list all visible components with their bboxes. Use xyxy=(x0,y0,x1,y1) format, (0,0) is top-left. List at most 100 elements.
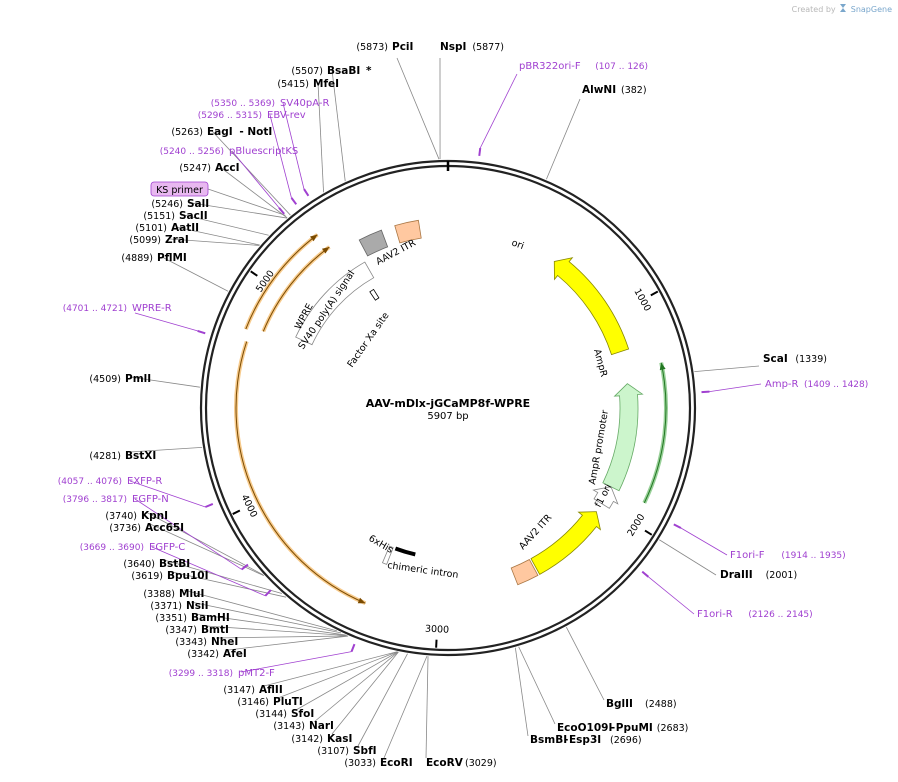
site-label: EagI(5263)-NotI xyxy=(171,126,272,138)
site-name: SbfI xyxy=(353,745,377,757)
orf-arrowhead xyxy=(310,234,318,242)
primer-leader xyxy=(648,576,695,615)
orf-arrowhead xyxy=(357,597,366,604)
tick-mark xyxy=(650,290,659,297)
site-name: NarI xyxy=(309,720,334,732)
site-name: AlwNI xyxy=(582,84,616,96)
site-extra: NotI xyxy=(247,126,272,138)
primer-leader xyxy=(134,498,242,570)
primer-mark xyxy=(205,503,214,508)
primer-label: WPRE-R (4701 .. 4721) xyxy=(63,303,172,314)
snapgene-logo-icon xyxy=(840,4,847,12)
feature-box xyxy=(295,261,375,346)
primer-label: EGFP-C(3669 .. 3690) xyxy=(80,542,186,553)
site-label: PluTI (3146) xyxy=(237,696,302,708)
site-name: BstXI xyxy=(125,450,156,462)
primer-label: pMT2-F(3299 .. 3318) xyxy=(169,668,275,679)
primer-leader xyxy=(151,546,266,597)
site-label: BglII(2488) xyxy=(606,698,677,710)
site-name: NsiI xyxy=(186,600,209,612)
site-label: SalI(5246) xyxy=(151,198,209,210)
site-name: AflII xyxy=(259,684,283,696)
site-leader xyxy=(694,365,760,373)
primer-mark xyxy=(350,643,356,652)
primer-label: EBV-rev(5296 .. 5315) xyxy=(198,110,306,121)
site-label: PmlI(4509) xyxy=(89,373,151,385)
tick-mark xyxy=(250,270,258,277)
feature-box xyxy=(510,558,539,586)
site-pos: (4889) xyxy=(121,253,153,264)
site-pos: (3351) xyxy=(155,613,187,624)
site-pos: (5877) xyxy=(472,42,504,53)
site-name: SacII xyxy=(179,210,208,222)
feature-box xyxy=(369,288,380,301)
site-pos: (382) xyxy=(621,85,647,96)
site-leader xyxy=(425,656,429,759)
site-name: AatII xyxy=(171,222,199,234)
site-label: AflII(3147) xyxy=(223,684,282,696)
site-pos: (5246) xyxy=(151,199,183,210)
orf-arc-core xyxy=(643,362,667,504)
site-leader xyxy=(331,69,346,182)
primer-name: EBV-rev xyxy=(267,110,306,121)
primer-mark xyxy=(478,147,482,157)
primer-name: pBluescriptKS xyxy=(229,146,298,157)
primer-range: (107 .. 126) xyxy=(595,62,648,72)
site-label: Bpu10I(3619) xyxy=(131,570,208,582)
site-leader xyxy=(195,613,346,636)
site-leader xyxy=(659,539,717,576)
site-pos: (3143) xyxy=(273,721,305,732)
site-pos: (3388) xyxy=(143,589,175,600)
site-label: BstXI(4281) xyxy=(89,450,156,462)
primer-label: pBluescriptKS(5240 .. 5256) xyxy=(160,146,299,157)
primer-leader xyxy=(479,73,518,149)
primer-marks xyxy=(197,147,710,652)
site-leader xyxy=(263,651,398,687)
site-leader xyxy=(331,651,399,735)
site-leader xyxy=(514,647,529,737)
primer-mark xyxy=(264,589,272,597)
site-name: DraIII xyxy=(720,569,753,581)
primer-name: WPRE-R xyxy=(132,303,172,314)
orf-arc xyxy=(642,362,668,504)
site-pos: (3342) xyxy=(187,649,219,660)
site-pos: (3740) xyxy=(105,511,137,522)
site-leader xyxy=(175,226,260,246)
site-pos: (5247) xyxy=(179,163,211,174)
site-pos: (5101) xyxy=(135,223,167,234)
primer-leader xyxy=(269,114,292,199)
site-label: KpnI(3740) xyxy=(105,510,168,522)
tick-label: 1000 xyxy=(631,287,652,313)
orf-arc-core xyxy=(245,234,318,330)
site-name: BsmBI xyxy=(530,734,567,746)
site-leader xyxy=(161,256,229,292)
primer-label: SV40pA-R(5350 .. 5369) xyxy=(211,98,330,109)
credit-prefix: Created by xyxy=(791,5,836,14)
site-name: PluTI xyxy=(273,696,303,708)
site-leader xyxy=(211,130,291,216)
site-leader xyxy=(357,653,408,747)
site-pos: (3107) xyxy=(317,746,349,757)
site-name: EcoO109I xyxy=(557,722,612,734)
site-pos: (3343) xyxy=(175,637,207,648)
site-label: PciI(5873) xyxy=(356,41,413,53)
site-pos: (3146) xyxy=(237,697,269,708)
orf-arrowhead xyxy=(659,362,666,371)
site-label: SbfI (3107) xyxy=(317,745,376,757)
site-name: ScaI xyxy=(763,353,788,365)
site-name: ZraI xyxy=(165,234,189,246)
site-label: AatII (5101) xyxy=(135,222,199,234)
site-name: BsaBI xyxy=(327,65,360,77)
site-pos: (2683) xyxy=(657,723,689,734)
ks-primer-tag: KS primer xyxy=(150,181,209,197)
site-leader xyxy=(145,511,264,576)
primer-name: EGFP-N xyxy=(132,494,169,505)
site-name: AccI xyxy=(215,162,239,174)
site-name: BmtI xyxy=(201,624,229,636)
site-pos: (3619) xyxy=(131,571,163,582)
primer-name: pMT2-F xyxy=(238,668,275,679)
site-label: ZraI(5099) xyxy=(129,234,188,246)
plasmid-center: AAV-mDlx-jGCaMP8f-WPRE 5907 bp xyxy=(366,397,530,422)
primer-range: (4701 .. 4721) xyxy=(63,304,127,314)
site-label: SacII(5151) xyxy=(143,210,207,222)
